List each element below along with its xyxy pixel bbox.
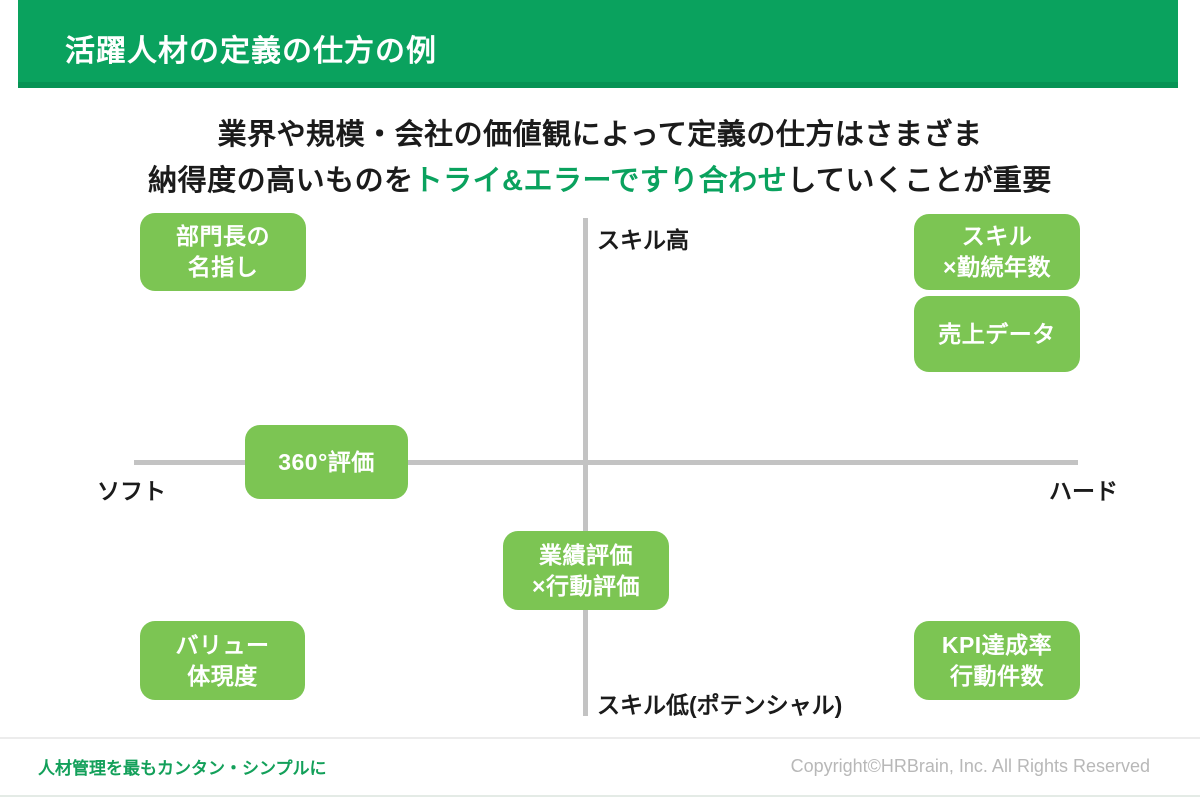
vertical-axis-line: [583, 218, 588, 716]
box-skill-tenure: スキル ×勤続年数: [914, 214, 1080, 290]
box-kpi-achievement: KPI達成率 行動件数: [914, 621, 1080, 700]
footer-divider: [0, 737, 1200, 739]
box-text-line: 部門長の: [176, 223, 270, 249]
box-text-line: KPI達成率: [941, 631, 1053, 658]
page-title: 活躍人材の定義の仕方の例: [65, 35, 437, 68]
axis-label-hard: ハード: [1049, 478, 1118, 504]
subtitle-line1: 業界や規模・会社の価値観によって定義の仕方はさまざま: [217, 119, 983, 151]
box-text-line: 行動件数: [950, 662, 1044, 689]
box-performance-behavior: 業績評価 ×行動評価: [503, 531, 669, 610]
box-text-line: ×勤続年数: [943, 254, 1051, 280]
axis-label-soft: ソフト: [97, 478, 166, 504]
box-text-line: 売上データ: [938, 320, 1056, 347]
subtitle: 業界や規模・会社の価値観によって定義の仕方はさまざま 納得度の高いものをトライ&…: [0, 112, 1200, 204]
footer-copyright: Copyright©HRBrain, Inc. All Rights Reser…: [790, 756, 1150, 776]
box-manager-nomination: 部門長の 名指し: [140, 213, 306, 291]
axis-label-skill-low: スキル低(ポテンシャル): [597, 692, 843, 718]
box-360-evaluation: 360°評価: [245, 425, 408, 499]
subtitle-line2-prefix: 納得度の高いものを: [148, 165, 414, 197]
subtitle-line2-suffix: していくことが重要: [787, 165, 1052, 197]
box-value-embodiment: バリュー 体現度: [140, 621, 305, 700]
subtitle-line2-highlight: トライ&エラーですり合わせ: [413, 165, 788, 197]
horizontal-axis-line: [134, 460, 1078, 465]
box-text-line: スキル: [961, 223, 1033, 249]
footer-tagline: 人材管理を最もカンタン・シンプルに: [38, 759, 327, 778]
subtitle-line2: 納得度の高いものをトライ&エラーですり合わせしていくことが重要: [0, 158, 1200, 204]
bottom-edge-line: [0, 795, 1200, 797]
box-text-line: ×行動評価: [532, 572, 640, 599]
axis-label-skill-high: スキル高: [597, 227, 689, 253]
box-sales-data: 売上データ: [914, 296, 1080, 372]
box-text-line: 名指し: [187, 254, 259, 280]
box-text-line: 360°評価: [278, 448, 375, 475]
box-text-line: 業績評価: [539, 541, 633, 568]
box-text-line: 体現度: [187, 662, 258, 689]
header-bar: 活躍人材の定義の仕方の例: [18, 0, 1178, 88]
box-text-line: バリュー: [175, 631, 270, 658]
